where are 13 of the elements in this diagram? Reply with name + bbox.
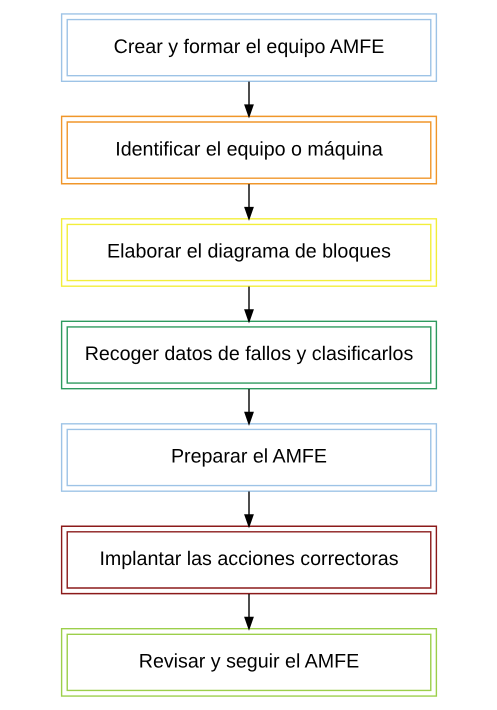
node-box: Recoger datos de fallos y clasificarlos	[60, 320, 437, 390]
node-box: Preparar el AMFE	[60, 423, 437, 492]
node-box: Revisar y seguir el AMFE	[60, 628, 437, 697]
node-box: Implantar las acciones correctoras	[60, 526, 437, 594]
node-box: Elaborar el diagrama de bloques	[60, 218, 437, 287]
arrow	[244, 286, 254, 324]
node-box: Identificar el equipo o máquina	[60, 116, 437, 184]
node-box: Crear y formar el equipo AMFE	[60, 13, 437, 82]
arrow	[244, 82, 254, 118]
arrow	[244, 594, 254, 631]
arrow	[244, 492, 254, 528]
arrow	[244, 184, 254, 221]
arrow	[244, 389, 254, 426]
